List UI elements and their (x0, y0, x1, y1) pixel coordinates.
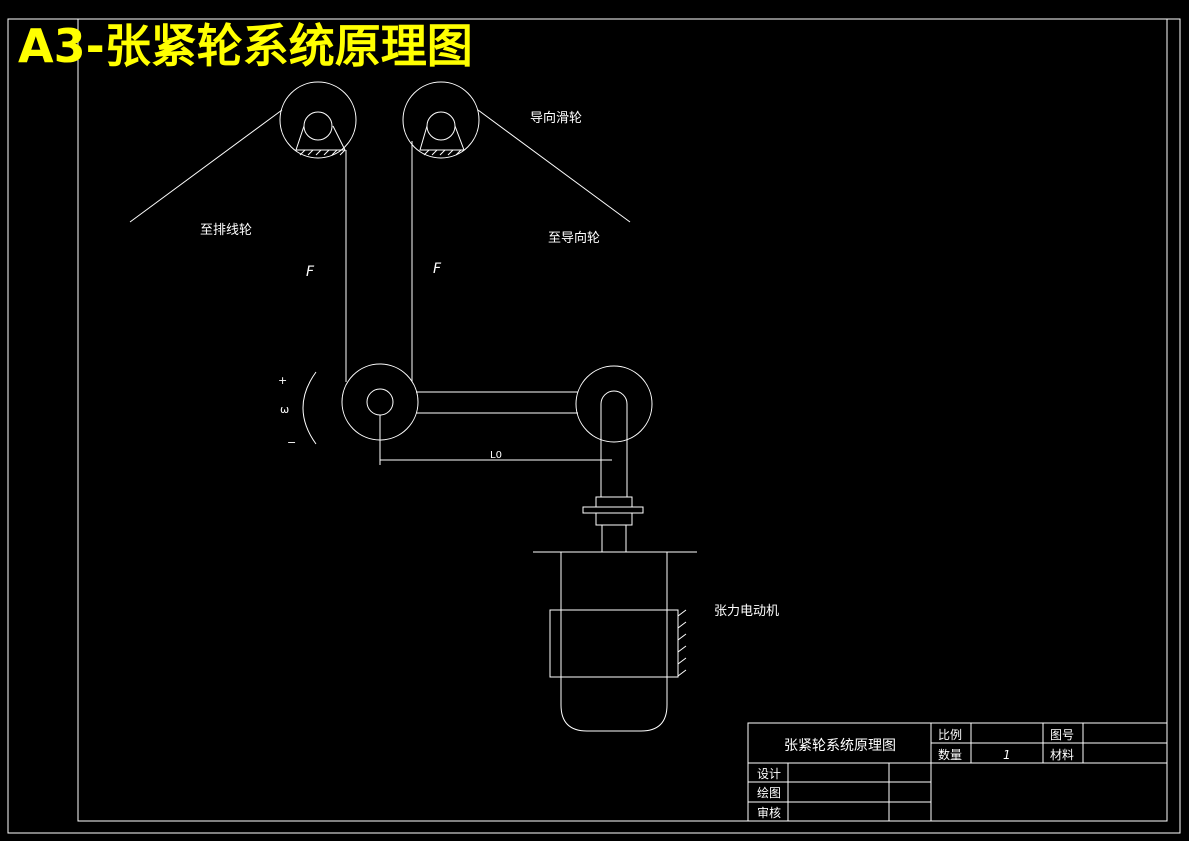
title-block-quantity-value: 1 (1003, 748, 1011, 762)
force-label-right: F (433, 261, 442, 277)
swing-arm (416, 391, 578, 414)
to-winding-label: 至排线轮 (200, 223, 252, 238)
guide-pulley-left (279, 81, 357, 159)
to-guide-label: 至导向轮 (548, 230, 600, 246)
dimension-l0 (379, 415, 612, 465)
page-title: A3-张紧轮系统原理图 (18, 19, 473, 73)
title-block-design-label: 设计 (757, 767, 781, 781)
title-block-material-label: 材料 (1050, 748, 1074, 762)
guide-pulley-right (402, 81, 480, 159)
outer-frame (7, 18, 1181, 834)
title-block-scale-label: 比例 (938, 728, 962, 742)
motor-shaft (600, 404, 628, 497)
tension-motor (533, 551, 697, 732)
omega-symbol: ω (280, 403, 289, 416)
title-block-drafting-label: 绘图 (757, 785, 781, 800)
plus-sign: + (278, 374, 287, 387)
title-block-quantity-label: 数量 (938, 747, 962, 762)
force-label-left: F (306, 264, 315, 280)
pivot-pulley (575, 365, 653, 443)
guide-pulley-label: 导向滑轮 (530, 110, 582, 126)
wire-to-winding (129, 109, 283, 223)
title-block-review-label: 审核 (757, 805, 781, 820)
minus-sign: − (287, 436, 296, 449)
title-block-drawing-name: 张紧轮系统原理图 (784, 738, 896, 754)
title-block (747, 722, 1168, 822)
rotation-arc (302, 371, 317, 445)
title-block-drawing-no-label: 图号 (1050, 728, 1074, 742)
coupling (582, 496, 644, 553)
wire-to-guide (477, 109, 631, 223)
drawing-border (77, 18, 1168, 822)
motor-label: 张力电动机 (714, 604, 779, 619)
dimension-l0-label: L0 (490, 450, 502, 461)
